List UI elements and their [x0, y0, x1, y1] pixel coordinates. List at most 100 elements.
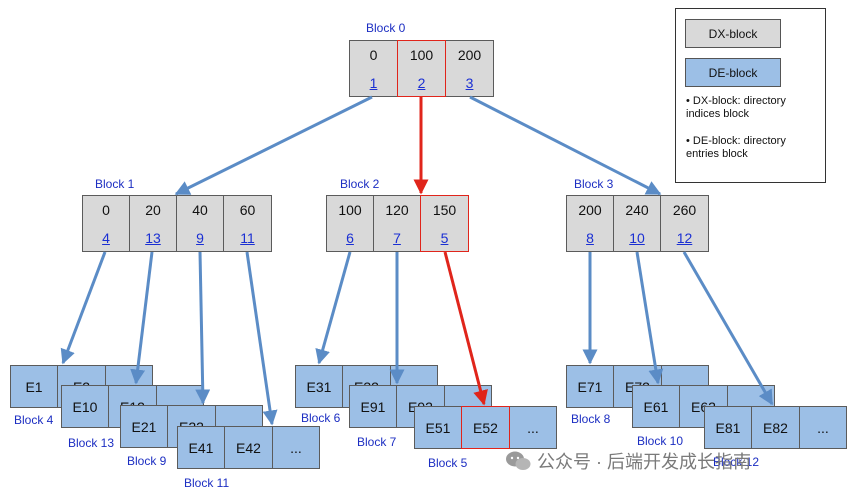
entry-label: E41 — [188, 439, 214, 456]
entry-label: ... — [527, 419, 539, 436]
entry-label: E52 — [473, 419, 498, 436]
block-3-label: Block 3 — [574, 177, 614, 191]
block-0-cell-2: 100 2 — [397, 40, 446, 97]
entry-label: E61 — [643, 398, 669, 415]
arrow-block0-to-block3 — [469, 95, 662, 196]
block-6-label: Block 6 — [301, 411, 341, 425]
entry-label: E10 — [72, 398, 98, 415]
index-key: 120 — [385, 201, 409, 218]
block-pointer-link[interactable]: 3 — [465, 74, 474, 91]
entry-cell: E42 — [224, 426, 273, 469]
block-1-cell-3: 40 9 — [176, 195, 224, 252]
entry-cell: E61 — [632, 385, 680, 428]
index-key: 240 — [625, 201, 649, 218]
index-key: 200 — [457, 46, 482, 63]
block-1-label: Block 1 — [95, 177, 135, 191]
block-10-label: Block 10 — [637, 434, 684, 448]
chat-bubbles-icon — [506, 451, 531, 470]
block-pointer-link[interactable]: 11 — [240, 229, 255, 246]
block-1-cell-1: 0 4 — [82, 195, 130, 252]
index-key: 150 — [432, 201, 457, 218]
arrow-block3-to-block10 — [635, 251, 664, 385]
entry-label: ... — [817, 419, 829, 436]
block-pointer-link[interactable]: 13 — [145, 229, 161, 246]
arrow-block1-to-block13 — [130, 251, 154, 385]
entry-label: E31 — [306, 378, 332, 395]
arrow-block1-to-block11 — [245, 251, 278, 426]
block-12-label: Block 12 — [713, 455, 760, 469]
entry-cell: E81 — [704, 406, 752, 449]
entry-cell: E10 — [61, 385, 109, 428]
legend-dx-swatch: DX-block — [685, 19, 781, 48]
arrow-block1-to-block9 — [195, 251, 211, 405]
block-1-cell-4: 60 11 — [223, 195, 272, 252]
index-key: 100 — [409, 46, 434, 63]
block-3-cell-2: 240 10 — [613, 195, 661, 252]
block-pointer-link[interactable]: 8 — [586, 229, 594, 246]
legend-de-description: • DE-block: directory entries block — [686, 135, 786, 160]
legend-de-swatch: DE-block — [685, 58, 781, 87]
block-1-cell-2: 20 13 — [129, 195, 177, 252]
entry-label: E91 — [360, 398, 386, 415]
watermark: 公众号 · 后端开发成长指南 — [505, 448, 751, 474]
block-2-cell-2: 120 7 — [373, 195, 421, 252]
block-pointer-link[interactable]: 7 — [393, 229, 401, 246]
index-key: 0 — [102, 201, 110, 218]
block-pointer-link[interactable]: 2 — [417, 74, 426, 91]
index-key: 60 — [239, 201, 256, 218]
block-2-cell-3: 150 5 — [420, 195, 469, 252]
entry-cell-target: E52 — [461, 406, 510, 449]
block-3-cell-1: 200 8 — [566, 195, 614, 252]
block-pointer-link[interactable]: 6 — [346, 229, 354, 246]
index-key: 260 — [672, 201, 697, 218]
entry-cell: E82 — [751, 406, 800, 449]
entry-cell: ... — [272, 426, 320, 469]
legend: DX-block DE-block • DX-block: directory … — [675, 8, 826, 183]
entry-cell: E41 — [177, 426, 225, 469]
entry-label: ... — [290, 439, 302, 456]
block-pointer-link[interactable]: 10 — [629, 229, 645, 246]
block-9-label: Block 9 — [127, 454, 167, 468]
block-13-label: Block 13 — [68, 436, 115, 450]
entry-label: E51 — [425, 419, 451, 436]
entry-cell: E51 — [414, 406, 462, 449]
index-key: 200 — [578, 201, 602, 218]
block-pointer-link[interactable]: 12 — [676, 229, 693, 246]
entry-label: E1 — [25, 378, 43, 395]
block-0-cell-1: 0 1 — [349, 40, 398, 97]
block-pointer-link[interactable]: 4 — [102, 229, 110, 246]
block-pointer-link[interactable]: 1 — [369, 74, 378, 91]
entry-cell: E31 — [295, 365, 343, 408]
entry-cell: ... — [799, 406, 847, 449]
block-2-label: Block 2 — [340, 177, 380, 191]
arrow-lookup-block2-to-block5 — [443, 251, 488, 406]
block-3-cell-3: 260 12 — [660, 195, 709, 252]
entry-label: E42 — [236, 439, 261, 456]
entry-cell: E1 — [10, 365, 58, 408]
entry-cell: E91 — [349, 385, 397, 428]
block-7-label: Block 7 — [357, 435, 397, 449]
block-0-label: Block 0 — [366, 21, 406, 35]
index-key: 20 — [145, 201, 161, 218]
block-2-cell-1: 100 6 — [326, 195, 374, 252]
entry-label: E71 — [577, 378, 603, 395]
legend-dx-description: • DX-block: directory indices block — [686, 95, 786, 120]
block-0-cell-3: 200 3 — [445, 40, 494, 97]
block-4-label: Block 4 — [14, 413, 54, 427]
arrow-block1-to-block4 — [60, 251, 107, 365]
index-key: 40 — [192, 201, 208, 218]
arrow-block2-to-block6 — [315, 251, 352, 365]
block-8-label: Block 8 — [571, 412, 611, 426]
entry-label: E81 — [715, 419, 741, 436]
index-key: 100 — [338, 201, 362, 218]
entry-label: E82 — [763, 419, 788, 436]
watermark-text: 公众号 · 后端开发成长指南 — [537, 452, 751, 472]
entry-cell: ... — [509, 406, 557, 449]
block-11-label: Block 11 — [184, 476, 230, 490]
entry-cell: E21 — [120, 405, 168, 448]
block-pointer-link[interactable]: 9 — [196, 229, 204, 246]
entry-label: E21 — [131, 418, 157, 435]
index-key: 0 — [369, 46, 378, 63]
block-pointer-link[interactable]: 5 — [440, 229, 449, 246]
